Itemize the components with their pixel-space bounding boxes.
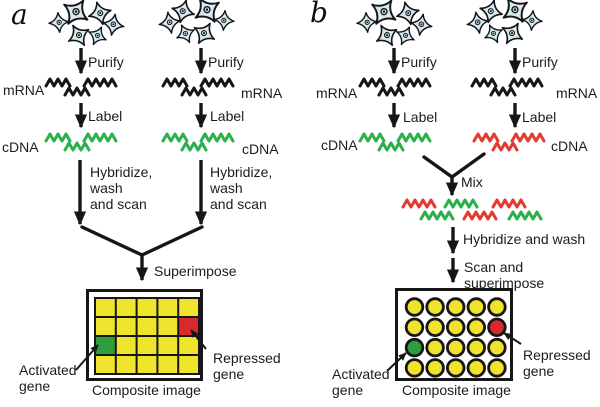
grid-spot-b (425, 297, 445, 317)
grid-spot-b (446, 358, 466, 378)
grid-spot-b (466, 317, 487, 338)
grid-spot-b (466, 358, 487, 378)
grid-cell-a (137, 318, 157, 335)
grid-spot-b (425, 317, 445, 338)
grid-spot-b (404, 358, 425, 378)
grid-cell-a (179, 356, 198, 373)
grid-spot-b (446, 317, 466, 338)
label-step-a1: Label (88, 108, 123, 124)
cells-cluster-a2 (159, 0, 234, 43)
cdna-squiggles-b1 (360, 134, 430, 150)
grid-spot-b (404, 297, 425, 317)
activated-gene-pointer-a (75, 344, 99, 371)
grid-spot-b (404, 337, 425, 358)
grid-cell-a (137, 299, 157, 316)
composite-grid-b (404, 297, 507, 378)
cdna-label-a1: cDNA (2, 139, 39, 155)
grid-cell-a (96, 356, 115, 373)
mrna-label-a2: mRNA (241, 85, 283, 101)
cdna-squiggles-a1 (46, 134, 116, 150)
scan-superimpose-label-b: Scan and superimpose (464, 259, 545, 291)
grid-cell-a (179, 299, 198, 316)
label-step-a2: Label (210, 108, 245, 124)
repressed-gene-label-b: Repressed gene (523, 347, 591, 379)
grid-cell-a (137, 337, 157, 354)
mrna-squiggles-b2 (472, 79, 542, 95)
grid-cell-a (96, 337, 115, 354)
grid-spot-b (425, 358, 445, 378)
grid-cell-a (158, 356, 178, 373)
cdna-label-b2: cDNA (551, 138, 588, 154)
cdna-squiggles-a2 (163, 134, 233, 150)
composite-grid-a (94, 297, 200, 375)
panel-letter-b: b (310, 0, 328, 29)
grid-cell-a (116, 299, 136, 316)
repressed-gene-pointer-a (190, 329, 207, 350)
grid-spot-b (446, 337, 466, 358)
grid-spot-b (466, 337, 487, 358)
cdna-label-a2: cDNA (242, 141, 279, 157)
mixed-squiggles-b (401, 198, 543, 221)
grid-spot-b (487, 337, 507, 358)
composite-image-label-b: Composite image (402, 382, 511, 398)
grid-cell-a (158, 299, 178, 316)
mrna-label-a1: mRNA (3, 82, 45, 98)
activated-gene-pointer-b (386, 352, 407, 372)
grid-cell-a (179, 318, 198, 335)
mrna-squiggles-a2 (163, 79, 233, 95)
grid-spot-b (446, 297, 466, 317)
purify-label-a1: Purify (88, 54, 124, 70)
grid-spot-b (404, 317, 425, 338)
cells-cluster-b1 (357, 1, 432, 46)
hybridize-wash-scan-a1: Hybridize, wash and scan (90, 164, 153, 212)
cdna-label-b1: cDNA (321, 137, 358, 153)
label-step-b1: Label (403, 109, 438, 125)
grid-cell-a (116, 318, 136, 335)
purify-label-b2: Purify (522, 54, 558, 70)
mrna-label-b2: mRNA (556, 85, 598, 101)
label-step-b2: Label (522, 109, 557, 125)
hybridize-wash-label-b: Hybridize and wash (463, 231, 586, 247)
repressed-gene-pointer-b (503, 332, 522, 345)
activated-gene-label-b: Activated gene (332, 366, 390, 398)
grid-spot-b (487, 317, 507, 338)
cells-cluster-b2 (467, 0, 542, 43)
purify-label-a2: Purify (208, 54, 244, 70)
superimpose-label-a: Superimpose (154, 263, 237, 279)
cells-cluster-a1 (49, 1, 124, 46)
mrna-squiggles-a1 (46, 79, 116, 95)
grid-cell-a (116, 356, 136, 373)
grid-spot-b (425, 337, 445, 358)
grid-spot-b (487, 297, 507, 317)
grid-cell-a (96, 318, 115, 335)
mix-label-b: Mix (461, 174, 483, 190)
grid-cell-a (137, 356, 157, 373)
grid-cell-a (158, 337, 178, 354)
grid-cell-a (179, 337, 198, 354)
composite-image-label-a: Composite image (92, 382, 201, 398)
mrna-label-b1: mRNA (316, 85, 358, 101)
grid-cell-a (158, 318, 178, 335)
activated-gene-label-a: Activated gene (19, 362, 77, 394)
merge-lines-a (80, 225, 204, 257)
cdna-squiggles-b2 (474, 134, 544, 150)
grid-cell-a (96, 299, 115, 316)
mrna-squiggles-b1 (360, 79, 430, 95)
grid-spot-b (487, 358, 507, 378)
repressed-gene-label-a: Repressed gene (213, 350, 281, 382)
grid-cell-a (116, 337, 136, 354)
grid-spot-b (466, 297, 487, 317)
panel-letter-a: a (11, 0, 28, 31)
purify-label-b1: Purify (401, 54, 437, 70)
hybridize-wash-scan-a2: Hybridize, wash and scan (210, 164, 273, 212)
